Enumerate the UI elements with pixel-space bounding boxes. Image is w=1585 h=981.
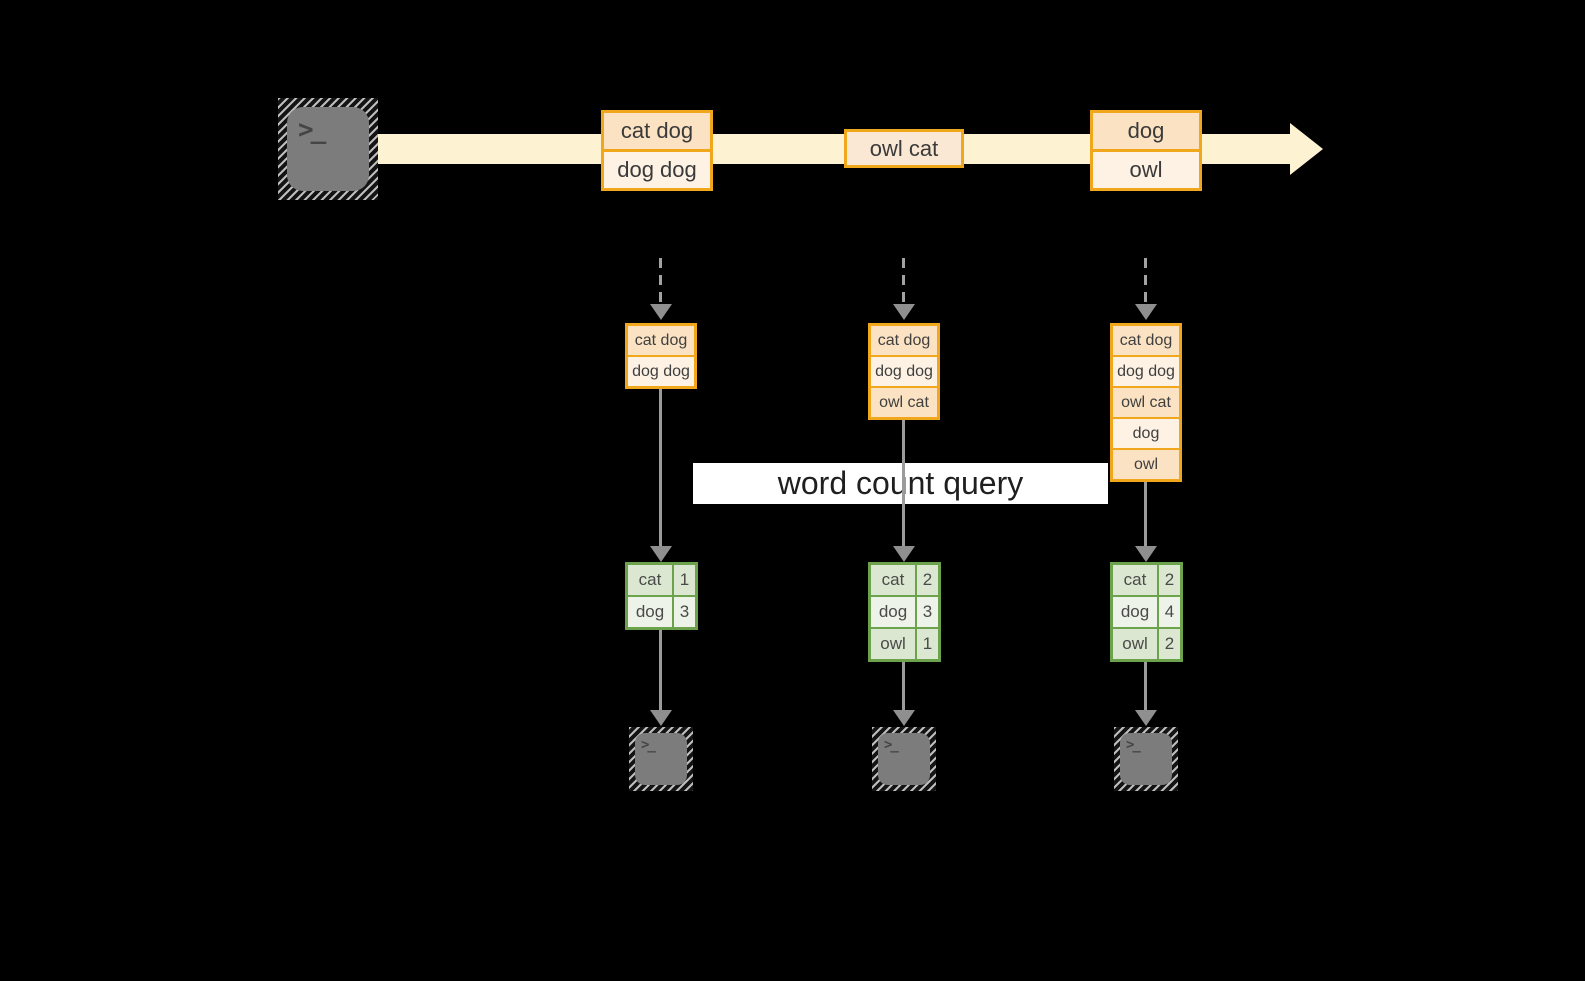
- arrowhead-down-icon: [893, 546, 915, 562]
- terminal-icon: >_: [1114, 727, 1178, 791]
- count-table: cat 2 dog 4 owl 2: [1110, 562, 1183, 662]
- count-row: dog 3: [871, 595, 938, 627]
- stream-message: cat dog: [604, 113, 710, 149]
- terminal-prompt-glyph: >_: [884, 737, 899, 753]
- count-row: owl 2: [1113, 627, 1180, 659]
- count-row: dog 3: [628, 595, 695, 627]
- terminal-screen: >_: [287, 107, 369, 191]
- terminal-screen: >_: [1120, 733, 1172, 785]
- stream-message-group: owl cat: [844, 129, 964, 168]
- count-cell: 2: [1164, 634, 1175, 653]
- count-row: owl 1: [871, 627, 938, 659]
- buffer-row: dog: [1113, 417, 1179, 448]
- arrowhead-down-icon: [650, 710, 672, 726]
- word-cell: dog: [628, 597, 674, 627]
- arrowhead-down-icon: [1135, 304, 1157, 320]
- buffer-row: owl: [1113, 448, 1179, 479]
- ingest-arrow: [1144, 258, 1147, 304]
- terminal-prompt-glyph: >_: [298, 115, 326, 145]
- terminal-screen: >_: [878, 733, 930, 785]
- message-buffer: cat dog dog dog owl cat: [868, 323, 940, 420]
- flow-line: [902, 662, 905, 710]
- arrowhead-down-icon: [650, 304, 672, 320]
- flow-line: [1144, 662, 1147, 710]
- arrowhead-down-icon: [893, 710, 915, 726]
- count-cell: 1: [922, 634, 933, 653]
- terminal-icon: >_: [872, 727, 936, 791]
- word-cell: cat: [1113, 565, 1159, 595]
- count-cell: 2: [1164, 570, 1175, 589]
- query-label: word count query: [777, 465, 1024, 501]
- buffer-row: owl cat: [1113, 386, 1179, 417]
- message-buffer: cat dog dog dog: [625, 323, 697, 389]
- word-cell: dog: [1113, 597, 1159, 627]
- arrowhead-down-icon: [1135, 710, 1157, 726]
- terminal-icon: >_: [629, 727, 693, 791]
- message-buffer: cat dog dog dog owl cat dog owl: [1110, 323, 1182, 482]
- terminal-icon: >_: [278, 98, 378, 200]
- buffer-row: dog dog: [1113, 355, 1179, 386]
- count-cell: 3: [922, 602, 933, 621]
- count-row: cat 2: [871, 565, 938, 595]
- buffer-row: owl cat: [871, 386, 937, 417]
- arrowhead-down-icon: [650, 546, 672, 562]
- buffer-row: dog dog: [871, 355, 937, 386]
- count-cell: 2: [922, 570, 933, 589]
- terminal-prompt-glyph: >_: [1126, 737, 1141, 753]
- stream-message-group: dog owl: [1090, 110, 1202, 191]
- count-row: cat 1: [628, 565, 695, 595]
- count-row: dog 4: [1113, 595, 1180, 627]
- count-cell: 4: [1164, 602, 1175, 621]
- buffer-row: cat dog: [628, 326, 694, 355]
- count-table: cat 1 dog 3: [625, 562, 698, 630]
- word-cell: dog: [871, 597, 917, 627]
- ingest-arrow: [902, 258, 905, 304]
- word-cell: owl: [1113, 629, 1159, 659]
- flow-line: [902, 420, 905, 546]
- count-row: cat 2: [1113, 565, 1180, 595]
- stream-message: dog dog: [604, 149, 710, 188]
- arrowhead-down-icon: [893, 304, 915, 320]
- stream-message: owl: [1093, 149, 1199, 188]
- flow-line: [659, 630, 662, 710]
- flow-line: [659, 389, 662, 546]
- count-cell: 3: [679, 602, 690, 621]
- flow-line: [1144, 482, 1147, 546]
- stream-arrowhead-icon: [1290, 123, 1323, 175]
- stream-message: owl cat: [847, 132, 961, 165]
- arrowhead-down-icon: [1135, 546, 1157, 562]
- buffer-row: cat dog: [1113, 326, 1179, 355]
- stream-message: dog: [1093, 113, 1199, 149]
- query-band: word count query: [693, 463, 1108, 504]
- terminal-screen: >_: [635, 733, 687, 785]
- word-cell: cat: [871, 565, 917, 595]
- count-cell: 1: [679, 570, 690, 589]
- buffer-row: cat dog: [871, 326, 937, 355]
- terminal-prompt-glyph: >_: [641, 737, 656, 753]
- word-cell: owl: [871, 629, 917, 659]
- buffer-row: dog dog: [628, 355, 694, 386]
- count-table: cat 2 dog 3 owl 1: [868, 562, 941, 662]
- stream-message-group: cat dog dog dog: [601, 110, 713, 191]
- word-cell: cat: [628, 565, 674, 595]
- ingest-arrow: [659, 258, 662, 304]
